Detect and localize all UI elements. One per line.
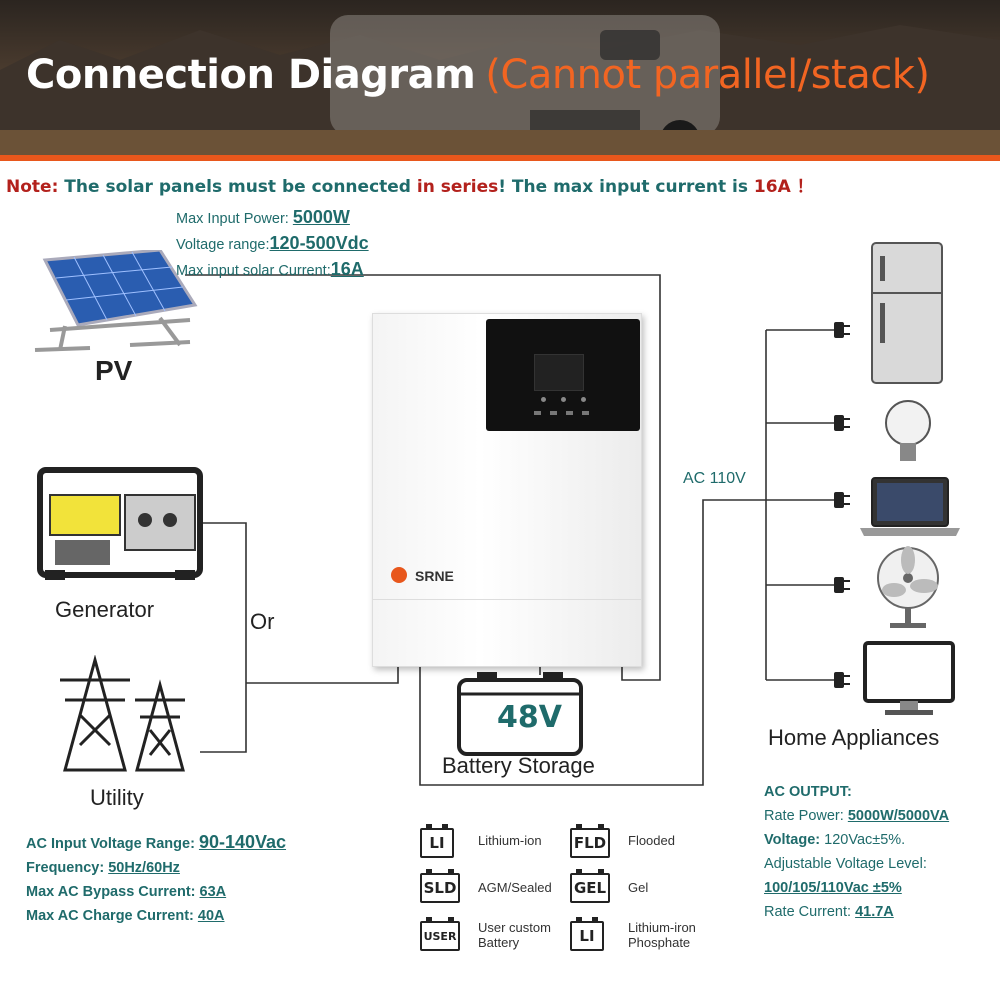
laptop-icon	[860, 477, 960, 536]
battery-type-user-icon: USER	[420, 917, 460, 951]
title-text: Connection Diagram	[26, 52, 476, 98]
ac-input-charge: Max AC Charge Current: 40A	[26, 908, 225, 924]
header-banner	[0, 0, 1000, 158]
header-background-scene	[0, 15, 1000, 158]
header-accent-bar	[0, 155, 1000, 161]
note-current: 16A	[753, 177, 791, 197]
battery-icon	[457, 672, 583, 756]
ac-input-frequency: Frequency: 50Hz/60Hz	[26, 860, 180, 876]
appliances-icons	[860, 242, 960, 715]
refrigerator-icon	[871, 242, 943, 384]
inverter-indicator-leds	[541, 397, 601, 403]
or-label: Or	[250, 609, 275, 634]
note-prefix: Note:	[6, 177, 59, 197]
appliances-label: Home Appliances	[768, 725, 940, 750]
inverter-brand: SRNE	[415, 568, 454, 584]
pv-specs: Max Input Power: 5000W Voltage range:120…	[176, 205, 369, 283]
battery-type-fld-icon: FLD	[570, 824, 610, 858]
battery-type-fld-name: Flooded	[628, 833, 675, 848]
srne-logo-icon	[391, 567, 407, 583]
ac-input-specs: AC Input Voltage Range: 90-140Vac Freque…	[26, 830, 286, 928]
battery-label: Battery Storage	[442, 753, 595, 778]
battery-voltage: 48V	[497, 700, 562, 735]
utility-pylon-icon	[60, 655, 185, 772]
inverter-unit: SRNE	[372, 313, 642, 667]
note-line: Note: The solar panels must be connected…	[6, 172, 814, 197]
page-title: Connection Diagram(Cannot parallel/stack…	[26, 52, 930, 98]
generator-icon	[37, 467, 203, 580]
ac-output-adjust-label: Adjustable Voltage Level:	[764, 856, 927, 872]
inverter-buttons	[534, 411, 594, 417]
inverter-display-panel	[486, 319, 640, 431]
ac-output-voltage: Voltage: 120Vac±5%.	[764, 832, 906, 848]
ac-output-specs: AC OUTPUT: Rate Power: 5000W/5000VA Volt…	[764, 780, 949, 924]
pv-spec-power: Max Input Power: 5000W	[176, 207, 350, 227]
ac-output-title: AC OUTPUT:	[764, 784, 852, 800]
note-text2: ! The max input current is	[498, 177, 748, 197]
fan-icon	[877, 546, 939, 628]
note-in-series: in series	[416, 177, 499, 197]
battery-type-gel-icon: GEL	[570, 869, 610, 903]
note-text1: The solar panels must be connected	[64, 177, 411, 197]
generator-label: Generator	[55, 597, 155, 622]
battery-type-user-name: User custom Battery	[478, 920, 551, 950]
ac-line-label: AC 110V	[683, 470, 746, 487]
battery-type-sld-icon: SLD	[420, 869, 460, 903]
note-text3: ！	[796, 177, 814, 197]
ac-output-rate-power: Rate Power: 5000W/5000VA	[764, 808, 950, 824]
pv-label: PV	[95, 355, 133, 386]
battery-type-li-icon: LI	[420, 824, 454, 858]
ac-output-adjust-value: 100/105/110Vac ±5%	[764, 880, 902, 896]
pv-spec-voltage: Voltage range:120-500Vdc	[176, 233, 369, 253]
battery-type-sld-name: AGM/Sealed	[478, 880, 552, 895]
ac-output-rate-current: Rate Current: 41.7A	[764, 904, 894, 920]
battery-type-lifepo-name: Lithium-iron Phosphate	[628, 920, 696, 950]
battery-type-li-name: Lithium-ion	[478, 833, 542, 848]
light-bulb-icon	[885, 400, 931, 461]
pv-spec-current: Max input solar Current:16A	[176, 259, 364, 279]
inverter-divider	[373, 599, 641, 600]
battery-type-gel-name: Gel	[628, 880, 649, 895]
solar-panel-icon	[34, 250, 198, 352]
utility-label: Utility	[90, 785, 144, 810]
ac-input-voltage: AC Input Voltage Range: 90-140Vac	[26, 832, 287, 852]
battery-types-legend: LI Lithium-ion FLD Flooded SLD AGM/Seale…	[420, 823, 720, 958]
title-subtitle: (Cannot parallel/stack)	[485, 52, 930, 98]
ac-input-bypass: Max AC Bypass Current: 63A	[26, 884, 227, 900]
monitor-icon	[863, 641, 955, 715]
battery-type-lifepo-icon: LI	[570, 917, 604, 951]
inverter-lcd-screen	[534, 354, 584, 391]
